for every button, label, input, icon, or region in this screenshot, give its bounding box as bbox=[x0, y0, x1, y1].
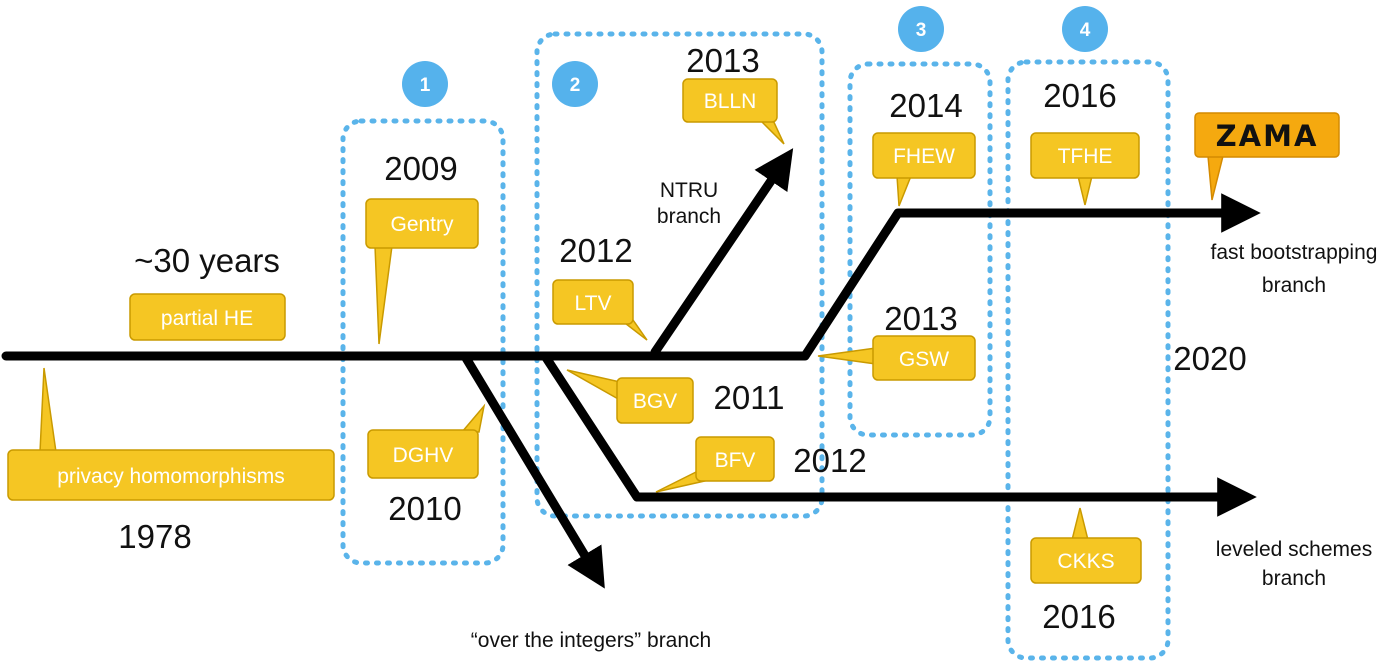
callout-gentry: Gentry bbox=[365, 198, 479, 345]
callout-blln: BLLN bbox=[682, 78, 785, 145]
era-badge-4: 4 bbox=[1062, 6, 1108, 52]
integers-branch-label: “over the integers” branch bbox=[471, 629, 711, 652]
ntru-branch-line bbox=[650, 148, 794, 357]
svg-text:DGHV: DGHV bbox=[393, 444, 454, 467]
svg-text:3: 3 bbox=[916, 20, 927, 41]
svg-text:FHEW: FHEW bbox=[893, 145, 955, 168]
integers-branch-line bbox=[461, 353, 605, 589]
era-box-2 bbox=[534, 31, 825, 519]
year-2016-tfhe: 2016 bbox=[1043, 77, 1116, 114]
year-1978: 1978 bbox=[118, 518, 191, 555]
callout-partial-he: partial HE bbox=[129, 293, 286, 341]
svg-text:GSW: GSW bbox=[899, 348, 949, 371]
year-2020: 2020 bbox=[1173, 340, 1246, 377]
ntru-branch-label-line2: branch bbox=[657, 205, 721, 228]
callout-dghv: DGHV bbox=[367, 403, 486, 479]
svg-text:4: 4 bbox=[1080, 20, 1091, 41]
leveled-schemes-label-line2: branch bbox=[1262, 567, 1326, 590]
fast-bootstrapping-label-line2: branch bbox=[1262, 274, 1326, 297]
year-2010: 2010 bbox=[388, 490, 461, 527]
svg-text:CKKS: CKKS bbox=[1057, 550, 1114, 573]
callout-privacy-homomorphisms: privacy homomorphisms bbox=[7, 367, 335, 501]
year-2014: 2014 bbox=[889, 87, 962, 124]
svg-text:1: 1 bbox=[420, 75, 431, 96]
fast-bootstrapping-label-line1: fast bootstrapping bbox=[1211, 241, 1378, 264]
year-2009: 2009 bbox=[384, 150, 457, 187]
era-badge-1: 1 bbox=[402, 61, 448, 107]
year-2013-blln: 2013 bbox=[686, 42, 759, 79]
era-box-4 bbox=[1005, 59, 1171, 661]
year-2016-ckks: 2016 bbox=[1042, 598, 1115, 635]
svg-text:BFV: BFV bbox=[715, 449, 756, 472]
thirty-years-label: ~30 years bbox=[134, 242, 280, 279]
svg-text:BLLN: BLLN bbox=[704, 90, 757, 113]
era-box-3 bbox=[847, 61, 993, 438]
year-2012-bfv: 2012 bbox=[793, 442, 866, 479]
callout-tfhe: TFHE bbox=[1030, 132, 1140, 206]
svg-text:ZAMA: ZAMA bbox=[1216, 119, 1319, 153]
leveled-schemes-label-line1: leveled schemes bbox=[1216, 538, 1372, 561]
era-badge-2: 2 bbox=[552, 61, 598, 107]
year-2011: 2011 bbox=[714, 379, 785, 416]
zama-logo: ZAMA bbox=[1194, 112, 1340, 201]
era-badge-3: 3 bbox=[898, 6, 944, 52]
main-timeline bbox=[1, 193, 1261, 361]
svg-text:partial HE: partial HE bbox=[161, 307, 253, 330]
callout-bgv: BGV bbox=[566, 369, 694, 424]
svg-text:LTV: LTV bbox=[575, 292, 612, 315]
era-box-1 bbox=[340, 118, 506, 566]
svg-text:TFHE: TFHE bbox=[1058, 145, 1113, 168]
year-2012-ltv: 2012 bbox=[559, 232, 632, 269]
svg-text:BGV: BGV bbox=[633, 390, 677, 413]
callout-ckks: CKKS bbox=[1030, 507, 1142, 584]
callout-ltv: LTV bbox=[552, 279, 648, 341]
leveled-schemes-branch-line bbox=[540, 351, 1257, 517]
svg-text:Gentry: Gentry bbox=[390, 213, 454, 236]
svg-text:privacy homomorphisms: privacy homomorphisms bbox=[57, 465, 285, 488]
callout-bfv: BFV bbox=[655, 436, 775, 493]
callout-gsw: GSW bbox=[817, 335, 976, 381]
year-2013-gsw: 2013 bbox=[884, 300, 957, 337]
svg-text:2: 2 bbox=[570, 75, 581, 96]
callout-fhew: FHEW bbox=[872, 132, 976, 207]
ntru-branch-label-line1: NTRU bbox=[660, 179, 718, 202]
